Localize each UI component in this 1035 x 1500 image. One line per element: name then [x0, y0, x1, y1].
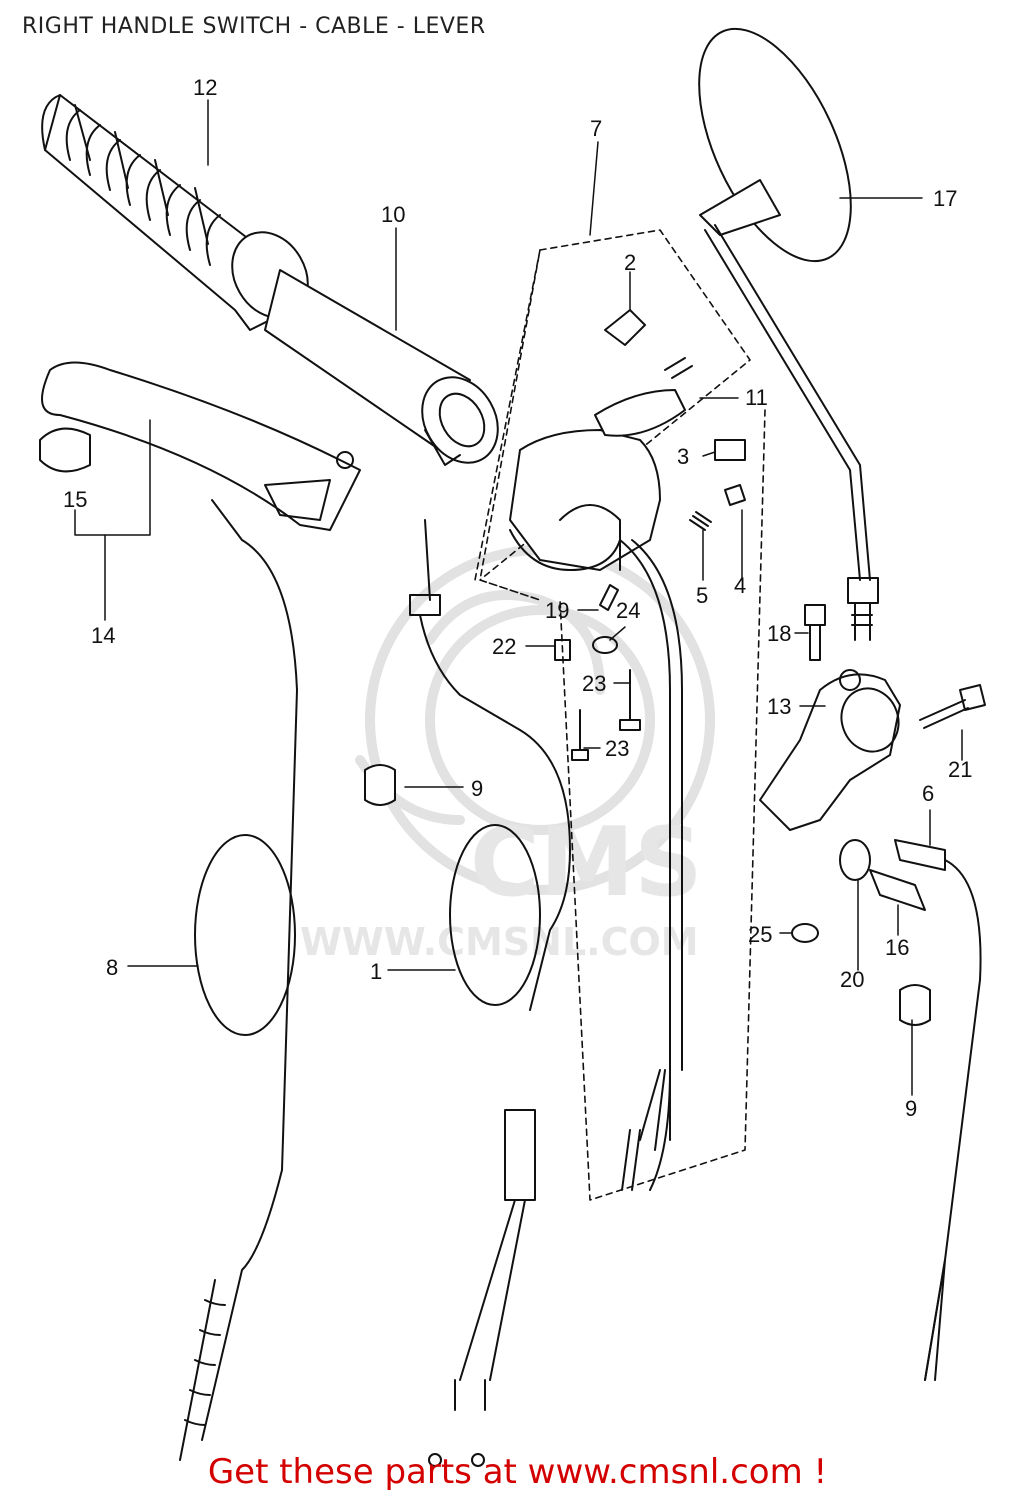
- part-21-bolt: [919, 684, 986, 729]
- callout-labels: 12 10 7 17 2 11 3 15 5 4 19 24 14 18 22 …: [63, 75, 972, 1121]
- leader-lines: [74, 99, 963, 1096]
- part-9-cap-b: [899, 984, 931, 1026]
- callout-11: 11: [745, 385, 768, 410]
- callout-1: 1: [370, 959, 382, 984]
- callout-15: 15: [63, 487, 87, 512]
- callout-2: 2: [624, 250, 636, 275]
- callout-22: 22: [492, 634, 516, 659]
- callout-14: 14: [91, 623, 115, 648]
- part-19-screw: [599, 584, 619, 611]
- part-switch-housing: [509, 429, 661, 571]
- part-24-washer: [592, 636, 618, 654]
- part-23-screw-a: [619, 669, 641, 731]
- part-17-mirror: [698, 27, 879, 641]
- part-23-screw-b: [571, 709, 589, 761]
- callout-20: 20: [840, 967, 864, 992]
- callout-4: 4: [734, 573, 746, 598]
- part-12-grip: [41, 94, 309, 331]
- callout-23a: 23: [582, 671, 606, 696]
- part-1-throttle-cable: [409, 519, 571, 1467]
- part-15-lever-cap: [39, 427, 91, 473]
- part-5-spring: [689, 511, 712, 531]
- callout-16: 16: [885, 935, 909, 960]
- callout-8: 8: [106, 955, 118, 980]
- part-2-switch-knob: [604, 309, 693, 379]
- part-14-lever: [41, 361, 361, 531]
- callout-12: 12: [193, 75, 217, 100]
- callout-13: 13: [767, 694, 791, 719]
- callout-21: 21: [948, 757, 972, 782]
- callout-10: 10: [381, 202, 405, 227]
- part-22-screw: [554, 639, 571, 661]
- callout-24: 24: [616, 598, 640, 623]
- part-18-bolt: [804, 604, 826, 661]
- part-7-switch-housing-bracket: [474, 229, 766, 1201]
- part-16-adjuster: [869, 869, 926, 911]
- callout-23b: 23: [605, 736, 629, 761]
- part-10-throttle-pipe: [264, 269, 499, 466]
- callout-19: 19: [545, 598, 569, 623]
- callout-7: 7: [590, 116, 602, 141]
- part-8-cable: [179, 499, 298, 1461]
- part-3-button: [714, 439, 746, 461]
- part-9-cap-a: [364, 764, 396, 806]
- part-4-button: [724, 484, 746, 506]
- callout-3: 3: [677, 444, 689, 469]
- watermark-logo: CMS: [470, 808, 703, 918]
- part-20-nut: [839, 839, 871, 881]
- footer-link-text[interactable]: Get these parts at www.cmsnl.com !: [207, 1452, 828, 1492]
- callout-17: 17: [933, 186, 957, 211]
- part-25-nut: [791, 923, 819, 943]
- part-11-switch-cover: [594, 389, 686, 437]
- callout-5: 5: [696, 583, 708, 608]
- watermark-url: WWW.CMSNL.COM: [300, 920, 699, 964]
- switch-harness: [619, 539, 683, 1191]
- diagram-title: RIGHT HANDLE SWITCH - CABLE - LEVER: [22, 14, 486, 39]
- part-6-switch-wire: [894, 839, 982, 1381]
- callout-18: 18: [767, 621, 791, 646]
- callout-9b: 9: [905, 1096, 917, 1121]
- callout-25: 25: [748, 922, 772, 947]
- callout-9a: 9: [471, 776, 483, 801]
- part-13-clamp: [759, 669, 901, 831]
- callout-6: 6: [922, 781, 934, 806]
- watermark: CMS WWW.CMSNL.COM: [300, 545, 715, 964]
